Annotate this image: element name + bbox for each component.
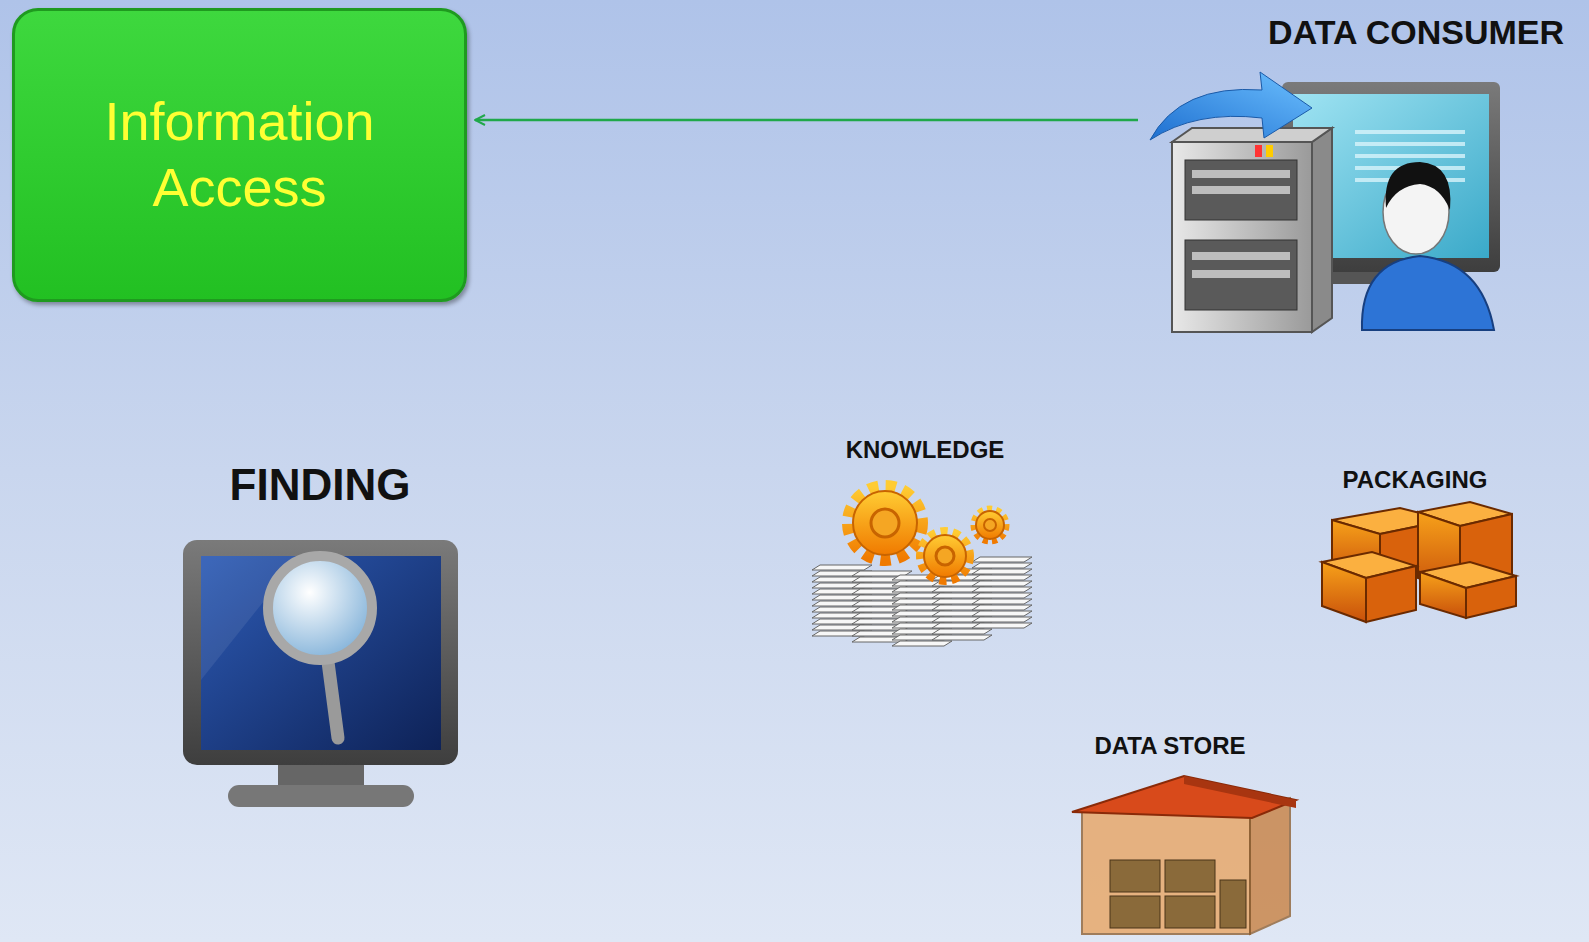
packaging-node: PACKAGING (1295, 465, 1535, 630)
paper-sheet (932, 635, 992, 640)
paper-sheet (972, 587, 1032, 592)
finding-node: FINDING (170, 458, 470, 818)
box-label: Information Access (55, 89, 424, 221)
icon-heading: FINDING (230, 458, 411, 512)
search-monitor-icon (183, 540, 458, 807)
consumer-node: DATA CONSUMER (1140, 12, 1578, 348)
paper-sheet (972, 611, 1032, 616)
paper-sheet (972, 569, 1032, 574)
data-store-icon (1072, 776, 1296, 934)
paper-sheet (972, 617, 1032, 622)
paper-sheet (972, 593, 1032, 598)
paper-sheet (972, 563, 1032, 568)
paper-sheet (972, 605, 1032, 610)
knowledge-node: KNOWLEDGE (800, 435, 1050, 665)
knowledge-icon (812, 487, 1032, 646)
paper-sheet (972, 575, 1032, 580)
consumer-icon (1150, 72, 1500, 332)
icon-heading: DATA CONSUMER (1268, 12, 1564, 53)
icon-heading: PACKAGING (1343, 465, 1488, 494)
packaging-icon (1322, 502, 1516, 622)
paper-sheet (812, 565, 872, 570)
flow-arrow (475, 119, 1138, 122)
access-box: Information Access (12, 8, 467, 302)
paper-sheet (972, 557, 1032, 562)
data-store-node: DATA STORE (1050, 731, 1290, 939)
paper-sheet (972, 599, 1032, 604)
paper-sheet (972, 581, 1032, 586)
paper-sheet (892, 641, 952, 646)
icon-heading: KNOWLEDGE (846, 435, 1005, 464)
icon-heading: DATA STORE (1094, 731, 1245, 760)
paper-sheet (932, 629, 992, 634)
paper-sheet (972, 623, 1032, 628)
